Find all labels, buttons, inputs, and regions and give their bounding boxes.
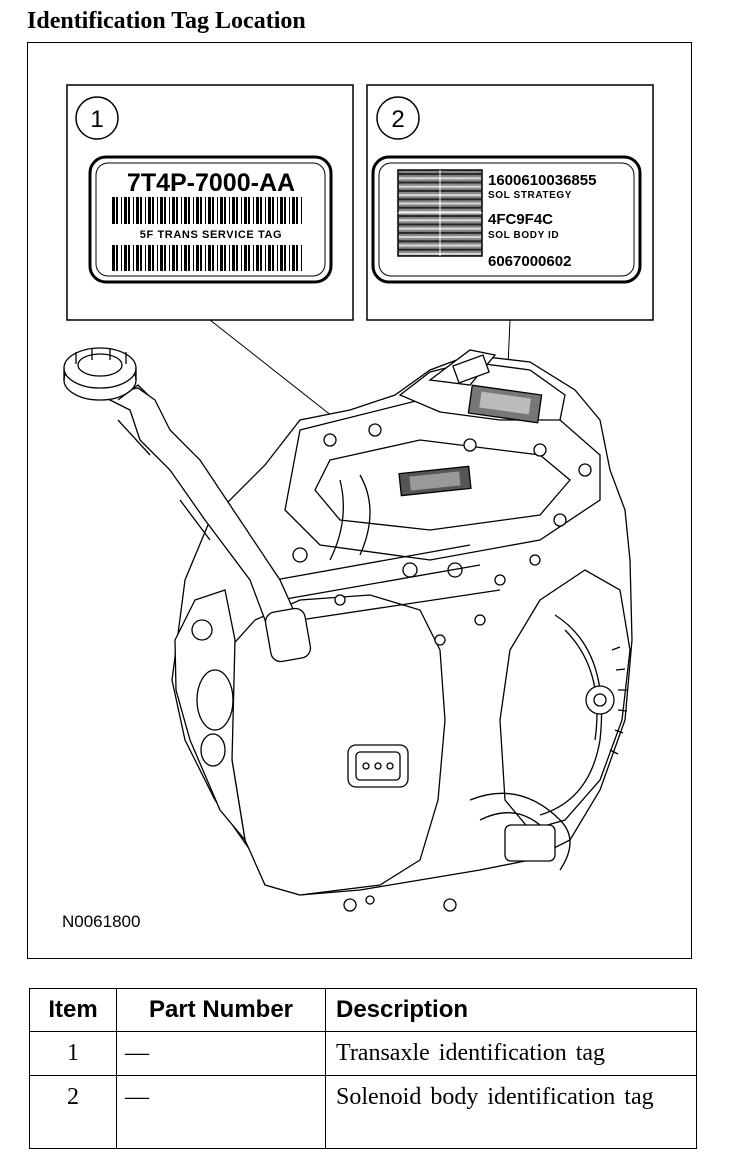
cell-description: Solenoid body identification tag — [325, 1075, 697, 1149]
tag-part-number: 7T4P-7000-AA — [127, 169, 295, 197]
cell-part-number: — — [116, 1031, 326, 1076]
2d-matrix-code — [397, 169, 483, 257]
cell-item: 2 — [29, 1075, 117, 1149]
callout-box-2: 2 1600610036855 SOL STRATEGY 4FC9F4C SOL… — [366, 84, 654, 321]
transaxle-diagram: 1 7T4P-7000-AA 5F TRANS SERVICE TAG 2 16… — [62, 84, 654, 931]
tag-label: 5F TRANS SERVICE TAG — [140, 229, 282, 241]
table-row: 1 — Transaxle identification tag — [29, 1031, 697, 1076]
table-header-row: Item Part Number Description — [29, 988, 697, 1032]
solenoid-body-id-tag: 1600610036855 SOL STRATEGY 4FC9F4C SOL B… — [371, 155, 642, 284]
header-description: Description — [325, 988, 697, 1032]
cell-item: 1 — [29, 1031, 117, 1076]
cell-description: Transaxle identification tag — [325, 1031, 697, 1076]
figure-frame — [27, 42, 692, 959]
barcode-top — [112, 197, 302, 224]
sol-strategy-value: 1600610036855 — [488, 172, 596, 189]
barcode-bottom — [112, 245, 302, 271]
callout-circle-2 — [376, 96, 420, 140]
callout-number-2: 2 — [391, 106, 404, 133]
figure-title: Identification Tag Location — [27, 8, 306, 34]
cell-part-number: — — [116, 1075, 326, 1149]
transaxle-illustration — [63, 347, 633, 912]
header-part-number: Part Number — [116, 988, 326, 1032]
sol-body-id-value: 4FC9F4C — [488, 211, 553, 228]
serial-number-value: 6067000602 — [488, 253, 571, 270]
callout-box-1: 1 7T4P-7000-AA 5F TRANS SERVICE TAG — [66, 84, 354, 321]
parts-table: Item Part Number Description 1 — Transax… — [29, 988, 697, 1149]
table-row: 2 — Solenoid body identification tag — [29, 1075, 697, 1149]
callout-number-1: 1 — [90, 106, 103, 133]
callout-circle-1 — [75, 96, 119, 140]
header-item: Item — [29, 988, 117, 1032]
figure-id: N0061800 — [62, 912, 140, 931]
sol-body-id-label: SOL BODY ID — [488, 230, 559, 241]
transaxle-id-tag: 7T4P-7000-AA 5F TRANS SERVICE TAG — [88, 155, 333, 284]
sol-strategy-label: SOL STRATEGY — [488, 190, 572, 201]
